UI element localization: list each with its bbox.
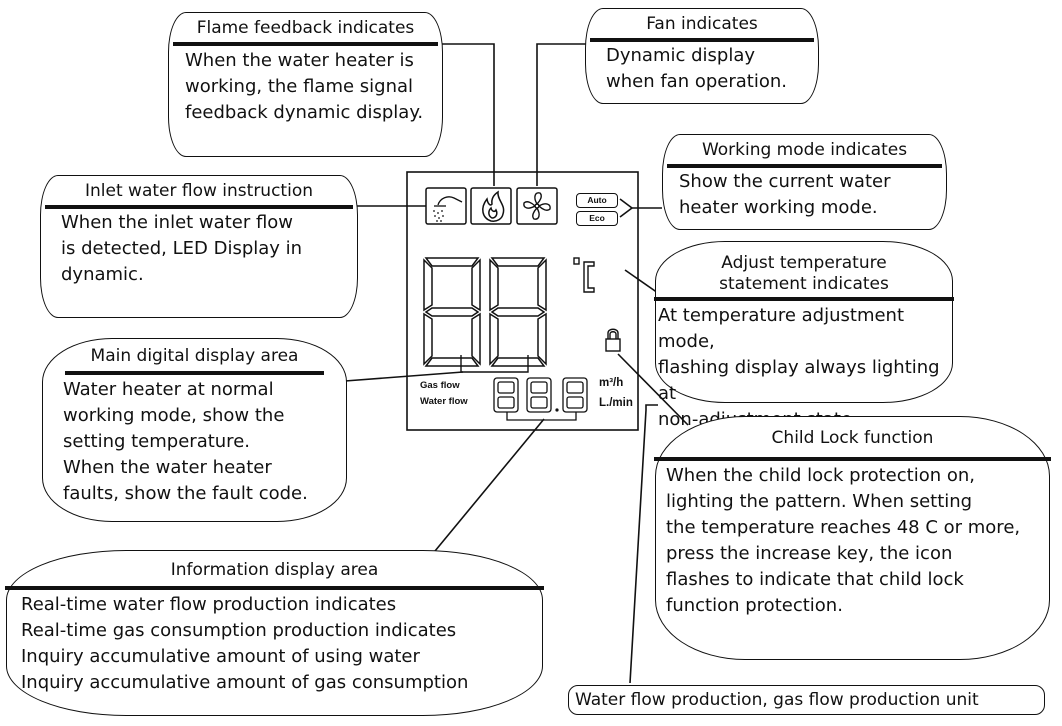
info-digit-3 <box>562 377 588 413</box>
main-digit-right <box>489 257 547 367</box>
callout-info-area-body: Real-time water flow production indicate… <box>21 594 469 693</box>
main-leader-line <box>344 371 464 382</box>
callout-inlet-body: When the inlet water flow is detected, L… <box>61 212 303 285</box>
callout-info-area: Information display area Real-time water… <box>5 550 544 716</box>
lock-icon <box>605 328 621 352</box>
callout-flame-title: Flame feedback indicates <box>196 18 415 38</box>
flame-icon <box>482 190 505 222</box>
info-digit-2 <box>526 377 552 413</box>
callout-child-lock-body: When the child lock protection on, light… <box>666 465 1021 616</box>
adjust-leader-line <box>624 269 659 294</box>
callout-main-display: Main digital display area Water heater a… <box>42 338 347 522</box>
callout-inlet-title: Inlet water flow instruction <box>85 181 313 201</box>
callout-working-mode-body: Show the current water heater working mo… <box>679 171 891 218</box>
flame-leader-line <box>442 43 495 186</box>
callout-fan-title: Fan indicates <box>646 14 758 34</box>
lock-leader-line <box>617 353 689 426</box>
callout-adjust-temp-title-2: statement indicates <box>719 274 889 294</box>
unit-lmin: L./min <box>599 397 633 409</box>
callout-info-area-title: Information display area <box>170 560 379 580</box>
decimal-point <box>555 408 559 412</box>
callout-fan-body: Dynamic display when fan operation. <box>606 45 787 92</box>
gas-flow-label: Gas flow <box>420 380 460 391</box>
callout-flame-body: When the water heater is working, the fl… <box>185 50 424 123</box>
callout-main-display-body: Water heater at normal working mode, sho… <box>63 379 308 504</box>
callout-inlet: Inlet water flow instruction When the in… <box>40 175 358 318</box>
info-digit-1 <box>493 377 519 413</box>
lcd-panel <box>406 171 639 431</box>
callout-adjust-temp: Adjust temperature statement indicates A… <box>654 241 954 430</box>
callout-flame: Flame feedback indicates When the water … <box>168 12 443 157</box>
callout-unit-label: Water flow production, gas flow producti… <box>568 685 1045 715</box>
unit-leader-line <box>629 404 658 684</box>
callout-unit-label-text: Water flow production, gas flow producti… <box>575 690 979 710</box>
mode-auto-indicator: Auto <box>576 193 618 208</box>
callout-working-mode-title: Working mode indicates <box>701 140 908 160</box>
callout-child-lock: Child Lock function When the child lock … <box>654 416 1051 660</box>
unit-m3h: m³/h <box>599 377 624 389</box>
callout-fan: Fan indicates Dynamic display when fan o… <box>585 8 819 104</box>
fan-leader-line <box>536 43 587 186</box>
fan-icon <box>523 192 551 220</box>
callout-child-lock-title: Child Lock function <box>771 428 934 448</box>
water-flow-label: Water flow <box>420 396 468 407</box>
callout-adjust-temp-body: At temperature adjustment mode, flashing… <box>658 305 940 430</box>
celsius-icon <box>573 257 595 293</box>
shower-icon <box>433 196 463 222</box>
callout-main-display-title: Main digital display area <box>90 346 299 366</box>
callout-adjust-temp-title-1: Adjust temperature <box>721 253 887 273</box>
callout-working-mode: Working mode indicates Show the current … <box>662 134 947 230</box>
info-leader-line <box>434 418 545 552</box>
mode-eco-indicator: Eco <box>576 211 618 226</box>
main-digit-left <box>423 257 481 367</box>
